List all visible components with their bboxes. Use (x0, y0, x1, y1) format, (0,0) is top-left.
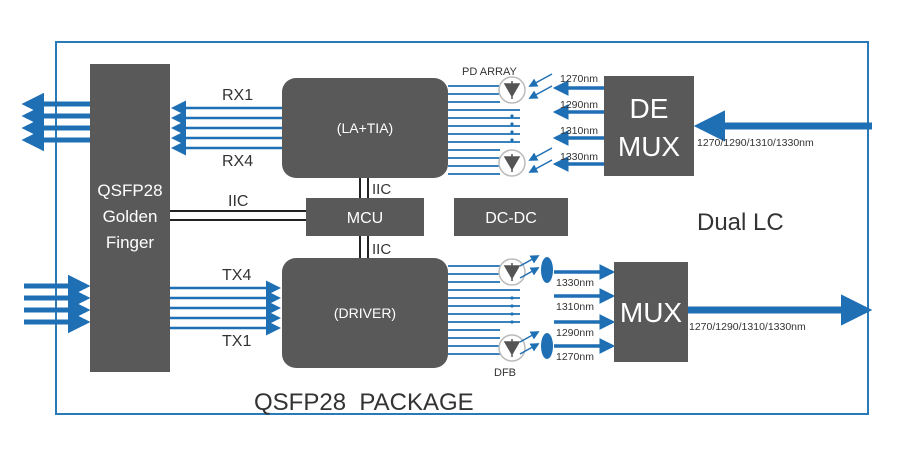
iic-lower-label: IIC (372, 241, 391, 258)
dfb-lines (448, 265, 520, 355)
mux-label: MUX (620, 297, 683, 328)
package-border (55, 41, 869, 415)
demux-line1: DE (630, 93, 669, 124)
driver-label: (DRIVER) (334, 305, 396, 321)
mux-input-arrows (554, 264, 616, 354)
tx1-label: TX1 (222, 333, 251, 350)
dfb-dots (510, 296, 514, 324)
demux-block (604, 76, 694, 176)
pd-dots (510, 114, 514, 142)
mux-block (614, 262, 688, 362)
rx1-label: RX1 (222, 87, 253, 104)
dfb-label: DFB (494, 367, 516, 379)
driver-block (282, 258, 448, 368)
la-tia-label: (LA+TIA) (337, 120, 393, 136)
rx-fiber-label: 1270/1290/1310/1330nm (697, 137, 814, 149)
tx-wavelength-2: 1290nm (556, 327, 594, 339)
iic-upper-label: IIC (372, 181, 391, 198)
package-label: QSFP28 PACKAGE (254, 389, 474, 416)
pd-lines (448, 85, 520, 175)
rx-wavelength-3: 1330nm (560, 151, 598, 163)
pd-light-arrows (528, 73, 553, 173)
tx-wavelength-0: 1330nm (556, 277, 594, 289)
tx-fiber-label: 1270/1290/1310/1330nm (689, 321, 806, 333)
tx4-label: TX4 (222, 267, 251, 284)
rx-lanes (171, 100, 282, 156)
rx4-label: RX4 (222, 153, 253, 170)
iic-bus-left (170, 210, 306, 221)
dc-dc-label: DC-DC (485, 210, 537, 227)
host-tx-arrows (24, 274, 91, 334)
dc-dc-block (454, 198, 568, 236)
golden-finger-block (90, 64, 170, 372)
pd-top-icon (498, 76, 526, 104)
dual-lc-label: Dual LC (697, 209, 784, 236)
la-tia-block (282, 78, 448, 178)
host-rx-arrows (21, 92, 90, 152)
lens-bottom-icon (541, 333, 553, 359)
golden-finger-line2: Golden (103, 207, 158, 226)
dfb-emission-arrows (519, 255, 540, 355)
rx-wavelength-1: 1290nm (560, 99, 598, 111)
dfb-top-icon (498, 258, 526, 286)
iic-left-label: IIC (228, 193, 248, 210)
pd-array-label: PD ARRAY (462, 66, 517, 78)
demux-line2: MUX (618, 131, 681, 162)
rx-wavelength-0: 1270nm (560, 73, 598, 85)
golden-finger-line1: QSFP28 (97, 181, 162, 200)
tx-wavelength-1: 1310nm (556, 301, 594, 313)
tx-wavelength-3: 1270nm (556, 351, 594, 363)
demux-output-arrows (552, 80, 604, 172)
iic-bus-vertical (359, 178, 369, 258)
mcu-block (306, 198, 424, 236)
tx-lanes (170, 280, 281, 336)
dfb-bottom-icon (498, 334, 526, 362)
pd-bottom-icon (498, 149, 526, 177)
lens-top-icon (541, 257, 553, 283)
rx-wavelength-2: 1310nm (560, 125, 598, 137)
mcu-label: MCU (347, 210, 383, 227)
golden-finger-line3: Finger (106, 233, 155, 252)
